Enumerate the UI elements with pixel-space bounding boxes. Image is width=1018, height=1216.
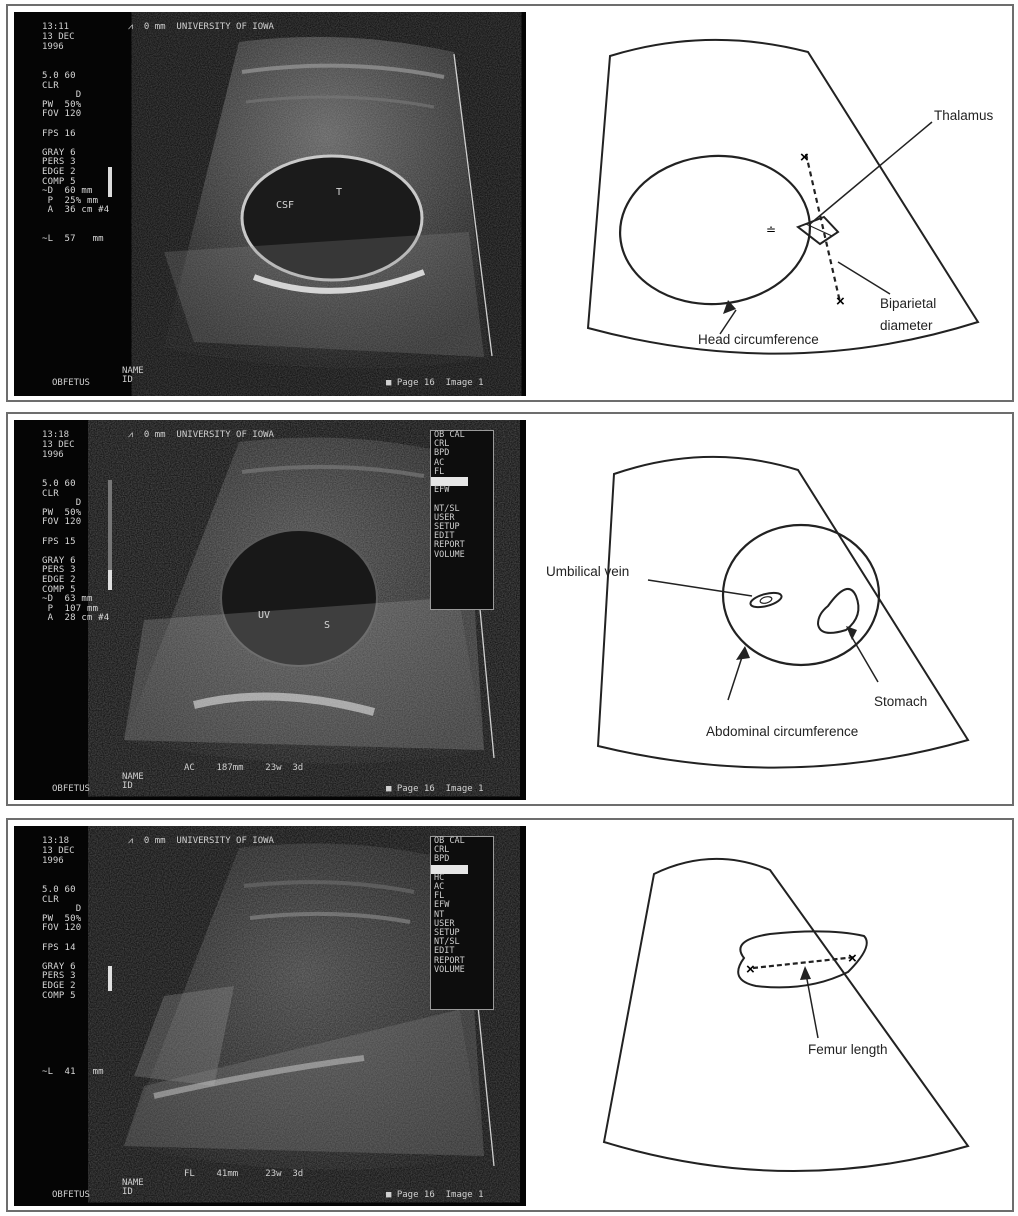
patient-name: OBFETUS	[52, 784, 90, 794]
scan-date: 13:18 13 DEC 1996	[42, 836, 75, 866]
label-head-circumference: Head circumference	[698, 332, 819, 347]
scan-footer: ■ Page 16 Image 1	[386, 1190, 484, 1200]
label-femur-length: Femur length	[808, 1042, 888, 1057]
scan-parameter-line	[42, 1049, 104, 1059]
sketch-femur-drawing: × ×	[538, 826, 1008, 1206]
scan-footer: ■ Page 16 Image 1	[386, 378, 484, 388]
scan-parameter-line: FOV 120	[42, 518, 109, 528]
scan-parameter-line: ~L 57 mm	[42, 235, 109, 245]
panel-abdomen: 13:18 13 DEC 1996 ⩘ 0 mm UNIVERSITY OF I…	[6, 412, 1014, 806]
scan-parameters: 5.0 60CLR DPW 50%FOV 120 FPS 16 GRAY 6PE…	[42, 72, 109, 245]
scan-parameter-line	[42, 1011, 104, 1021]
ultrasound-image-head: 13:11 13 DEC 1996 ⩘ 0 mm UNIVERSITY OF I…	[14, 12, 526, 396]
annotation-umbilical-vein: UV	[258, 610, 270, 621]
scan-parameter-line: FPS 14	[42, 944, 104, 954]
ob-calc-menu: OB CALCRLBPDACFL EFW NT/SLUSERSETUPEDITR…	[430, 430, 494, 610]
scan-parameter-line	[42, 1030, 104, 1040]
scan-parameters: 5.0 60CLR DPW 50%FOV 120 FPS 14 GRAY 6PE…	[42, 886, 104, 1078]
probe-icon: ⩘	[128, 836, 133, 846]
ultrasound-image-femur: 13:18 13 DEC 1996 ⩘ 0 mm UNIVERSITY OF I…	[14, 826, 526, 1206]
ultrasound-image-abdomen: 13:18 13 DEC 1996 ⩘ 0 mm UNIVERSITY OF I…	[14, 420, 526, 800]
svg-text:×: ×	[848, 950, 857, 967]
scan-date: 13:18 13 DEC 1996	[42, 430, 75, 460]
sketch-head: × × ≐ Thalamus Biparietal diameter Head …	[538, 12, 1008, 396]
measurement-readout: FL 41mm 23w 3d	[184, 1169, 303, 1179]
ob-calc-menu-item[interactable]: EFW	[431, 486, 493, 495]
sketch-abdomen: Umbilical vein Stomach Abdominal circumf…	[538, 420, 1008, 800]
patient-id-label: ID	[122, 375, 133, 385]
label-umbilical-vein: Umbilical vein	[546, 564, 629, 579]
label-stomach: Stomach	[874, 694, 927, 709]
scan-parameter-line: A 28 cm #4	[42, 614, 109, 624]
probe-icon: ⩘	[128, 430, 133, 440]
scan-parameter-line: ~L 41 mm	[42, 1068, 104, 1078]
scan-date: 13:11 13 DEC 1996	[42, 22, 75, 52]
scan-footer: ■ Page 16 Image 1	[386, 784, 484, 794]
panel-head: 13:11 13 DEC 1996 ⩘ 0 mm UNIVERSITY OF I…	[6, 4, 1014, 402]
scan-parameter-line	[42, 1001, 104, 1011]
scan-parameters: 5.0 60CLR DPW 50%FOV 120 FPS 15 GRAY 6PE…	[42, 480, 109, 624]
scan-parameter-line: COMP 5	[42, 992, 104, 1002]
measurement-readout: AC 187mm 23w 3d	[184, 763, 303, 773]
scan-parameter-line: A 36 cm #4	[42, 206, 109, 216]
ob-calc-menu-item[interactable]: BPD	[431, 855, 493, 864]
scan-parameter-line	[42, 216, 109, 226]
svg-text:×: ×	[800, 149, 809, 166]
svg-text:≐: ≐	[766, 223, 776, 237]
label-thalamus: Thalamus	[934, 108, 993, 123]
probe-icon: ⩘	[128, 22, 133, 32]
scan-parameter-line: FPS 15	[42, 538, 109, 548]
ob-calc-menu-item[interactable]: VOLUME	[431, 966, 493, 975]
scan-header: ⩘ 0 mm UNIVERSITY OF IOWA	[128, 22, 274, 32]
panel-femur: 13:18 13 DEC 1996 ⩘ 0 mm UNIVERSITY OF I…	[6, 818, 1014, 1212]
ob-calc-menu: OB CALCRLBPD HCACFLEFWNTUSERSETUPNT/SLED…	[430, 836, 494, 1010]
svg-text:×: ×	[836, 293, 845, 310]
sketch-femur: × × Femur length	[538, 826, 1008, 1206]
scan-parameter-line: FPS 16	[42, 130, 109, 140]
scan-parameter-line: FOV 120	[42, 924, 104, 934]
label-biparietal: Biparietal	[880, 296, 936, 311]
annotation-stomach: S	[324, 620, 330, 631]
scan-parameter-line	[42, 1020, 104, 1030]
scan-header: ⩘ 0 mm UNIVERSITY OF IOWA	[128, 430, 274, 440]
scan-parameter-line	[42, 1040, 104, 1050]
patient-id-label: ID	[122, 781, 133, 791]
scan-parameter-line: FOV 120	[42, 110, 109, 120]
ob-calc-menu-item[interactable]: VOLUME	[431, 551, 493, 560]
scan-header: ⩘ 0 mm UNIVERSITY OF IOWA	[128, 836, 274, 846]
patient-id-label: ID	[122, 1187, 133, 1197]
sketch-abdomen-drawing	[538, 420, 1008, 800]
ob-calc-menu-item[interactable]: FL	[431, 468, 493, 477]
annotation-csf: CSF	[276, 200, 294, 211]
annotation-thalamus: T	[336, 187, 342, 198]
label-abdominal-circumference: Abdominal circumference	[706, 724, 858, 739]
patient-name: OBFETUS	[52, 1190, 90, 1200]
svg-text:×: ×	[746, 961, 755, 978]
label-diameter: diameter	[880, 318, 933, 333]
patient-name: OBFETUS	[52, 378, 90, 388]
